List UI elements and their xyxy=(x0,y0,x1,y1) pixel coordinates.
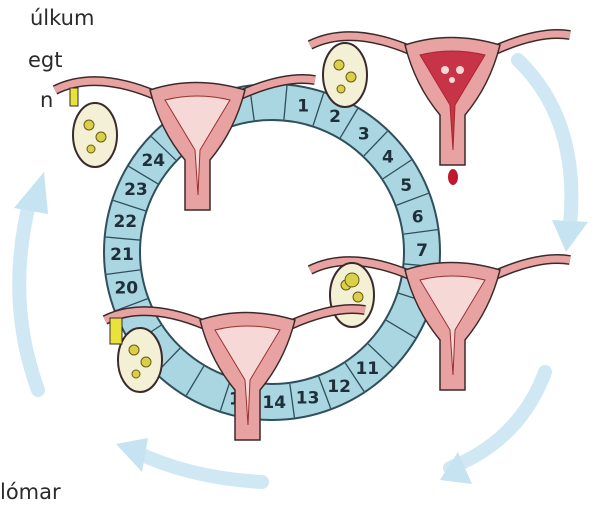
day-label: 23 xyxy=(124,180,148,200)
day-label: 2 xyxy=(329,107,341,127)
arrow-bottom-left xyxy=(136,452,262,482)
day-label: 24 xyxy=(141,151,165,171)
arrow-right-top-head xyxy=(552,220,588,252)
day-label: 22 xyxy=(113,212,137,232)
arrow-left xyxy=(19,200,38,390)
day-label: 1 xyxy=(297,96,309,116)
day-label: 12 xyxy=(327,377,351,397)
arrow-bottom-left-head xyxy=(116,438,148,472)
arrow-right-top xyxy=(518,60,571,225)
day-label: 11 xyxy=(355,359,379,379)
day-label: 5 xyxy=(400,176,412,196)
day-label: 7 xyxy=(416,241,428,261)
day-label: 4 xyxy=(382,148,394,168)
day-label: 6 xyxy=(412,207,424,227)
day-label: 3 xyxy=(358,124,370,144)
day-label: 20 xyxy=(114,279,138,299)
arrow-left-head xyxy=(14,172,48,214)
day-label: 21 xyxy=(110,245,134,265)
day-label: 13 xyxy=(296,389,320,409)
day-label: 14 xyxy=(262,393,286,413)
